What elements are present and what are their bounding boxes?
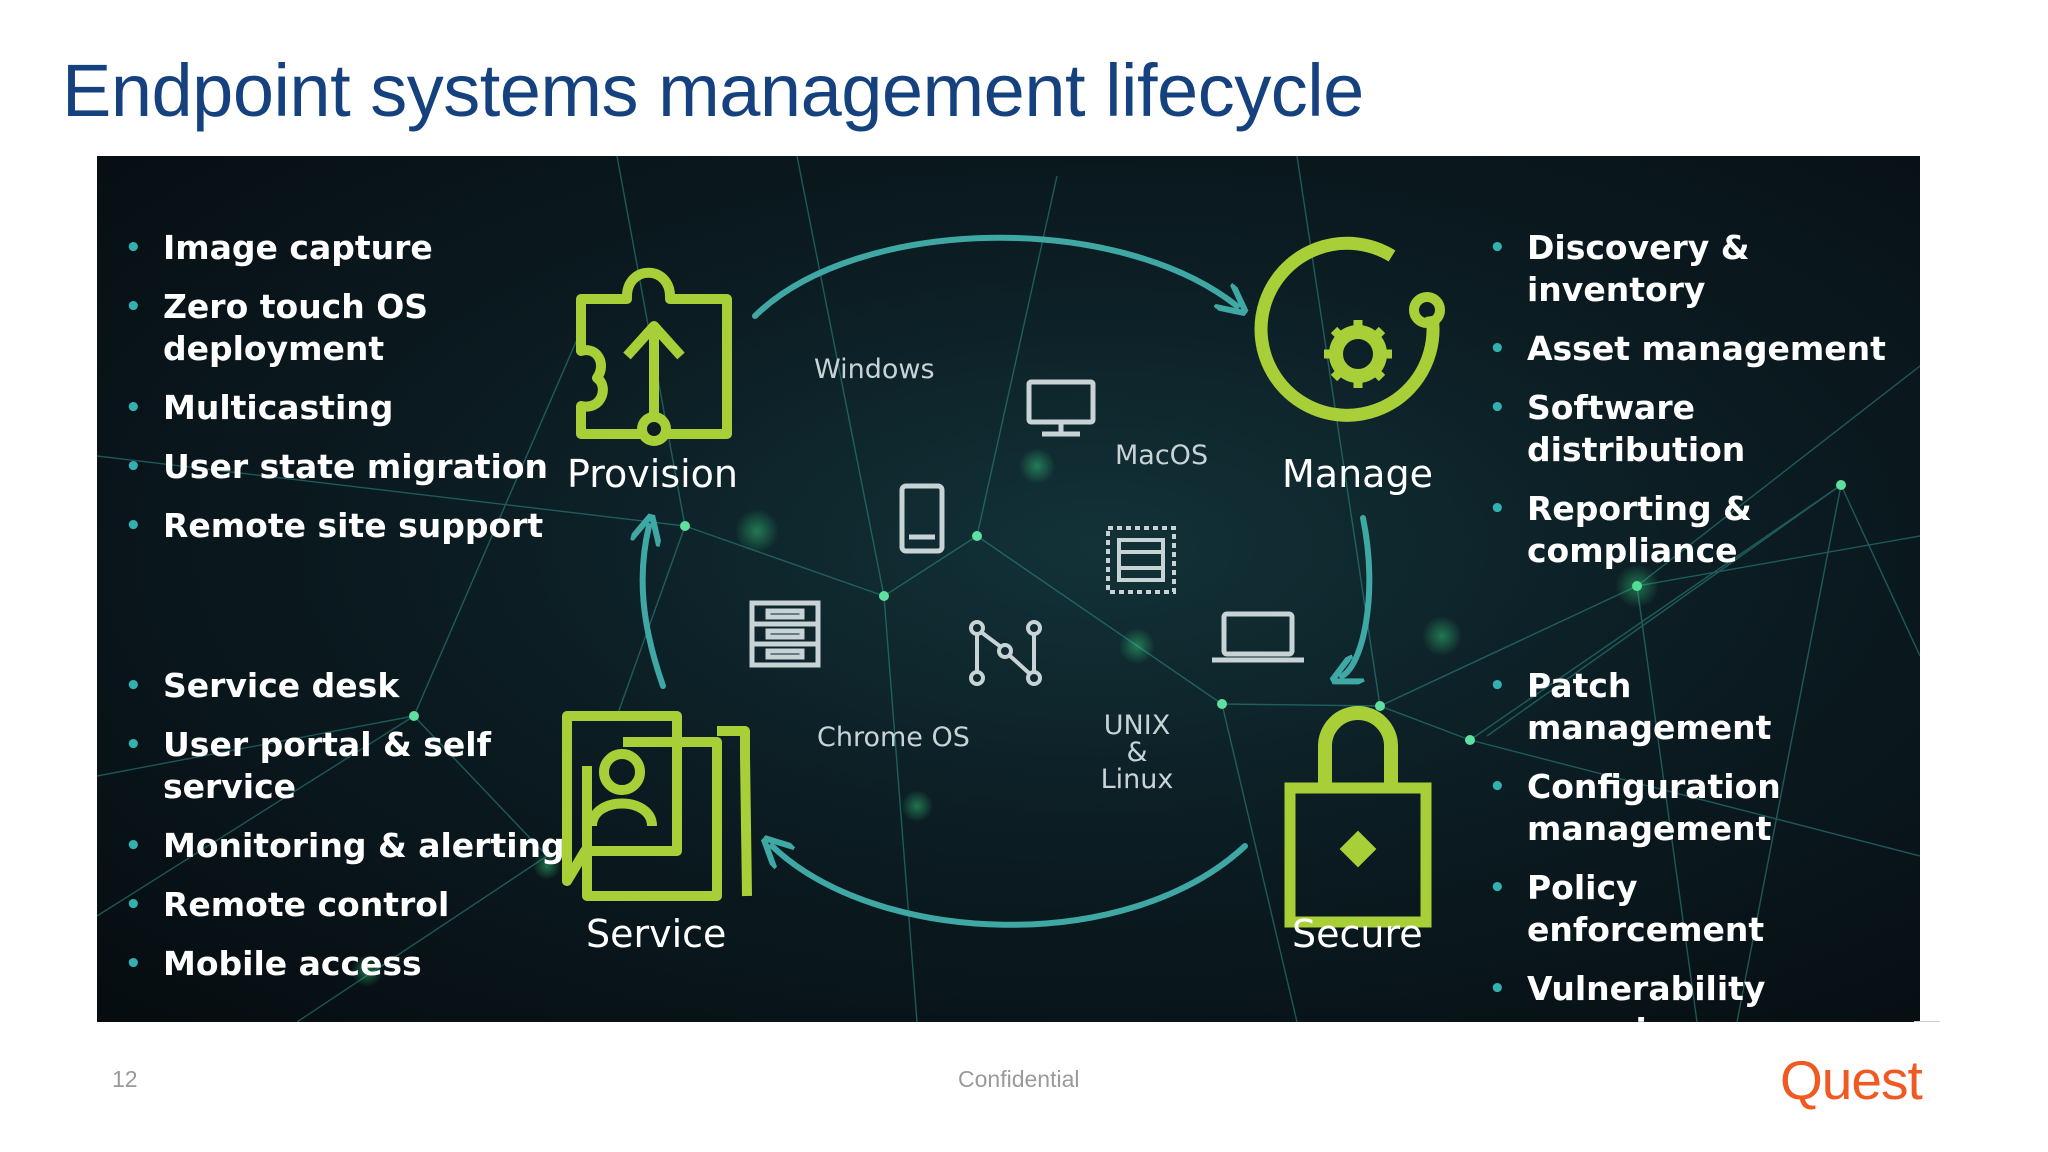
- server-icon: [749, 600, 821, 668]
- stage-label-provision: Provision: [567, 452, 739, 496]
- confidential-label: Confidential: [958, 1066, 1080, 1092]
- list-item: Remote control: [97, 884, 617, 926]
- service-list: Service desk User portal & self service …: [97, 665, 617, 1002]
- os-label-unix: UNIX & Linux: [1097, 712, 1177, 793]
- footer-divider: [1914, 1021, 1940, 1022]
- manage-list: Discovery & inventory Asset management S…: [1461, 227, 1920, 589]
- cycle-arrow-right: [1342, 515, 1373, 676]
- os-label-unix-line: UNIX: [1103, 710, 1171, 741]
- list-item: Asset management: [1461, 328, 1920, 370]
- os-label-linux-line: Linux: [1100, 764, 1174, 795]
- list-item: Remote site support: [97, 505, 567, 547]
- os-label-windows: Windows: [814, 354, 935, 385]
- secure-list: Patch management Configuration managemen…: [1461, 665, 1861, 1022]
- quest-logo: Quest: [1780, 1049, 1923, 1111]
- cycle-arrow-bottom: [772, 846, 1248, 928]
- list-item: Zero touch OS deployment: [97, 286, 567, 370]
- network-icon: [969, 620, 1042, 686]
- page-title: Endpoint systems management lifecycle: [62, 49, 1364, 132]
- provision-list: Image capture Zero touch OS deployment M…: [97, 227, 567, 564]
- cycle-arrow-left: [643, 526, 666, 689]
- list-item: User state migration: [97, 446, 567, 488]
- list-item: Monitoring & alerting: [97, 825, 617, 867]
- page-number: 12: [112, 1066, 138, 1092]
- list-item: Image capture: [97, 227, 567, 269]
- laptop-icon: [1212, 611, 1304, 663]
- list-item: Service desk: [97, 665, 617, 707]
- list-item: Policy enforcement: [1461, 867, 1861, 951]
- monitor-icon: [1026, 379, 1096, 437]
- os-label-amp-line: &: [1126, 737, 1148, 768]
- stage-label-secure: Secure: [1292, 912, 1423, 956]
- list-item: Reporting & compliance: [1461, 488, 1920, 572]
- list-item: Multicasting: [97, 387, 567, 429]
- padlock-icon: [1284, 706, 1432, 928]
- stage-label-manage: Manage: [1282, 452, 1433, 496]
- puzzle-arrow-icon: [576, 267, 732, 446]
- list-item: Vulnerability scanning: [1461, 968, 1861, 1022]
- list-item: Discovery & inventory: [1461, 227, 1920, 311]
- cycle-arrow-top: [752, 234, 1237, 319]
- list-item: Configuration management: [1461, 766, 1861, 850]
- stage-label-service: Service: [586, 912, 727, 956]
- list-item: User portal & self service: [97, 724, 617, 808]
- os-label-chrome: Chrome OS: [817, 722, 970, 753]
- list-item: Software distribution: [1461, 387, 1920, 471]
- list-item: Mobile access: [97, 943, 617, 985]
- list-item: Patch management: [1461, 665, 1861, 749]
- gear-orbit-icon: [1254, 236, 1445, 422]
- lifecycle-diagram: Image capture Zero touch OS deployment M…: [97, 156, 1920, 1022]
- chip-icon: [1106, 526, 1176, 594]
- tablet-icon: [899, 483, 945, 554]
- os-label-macos: MacOS: [1115, 440, 1209, 471]
